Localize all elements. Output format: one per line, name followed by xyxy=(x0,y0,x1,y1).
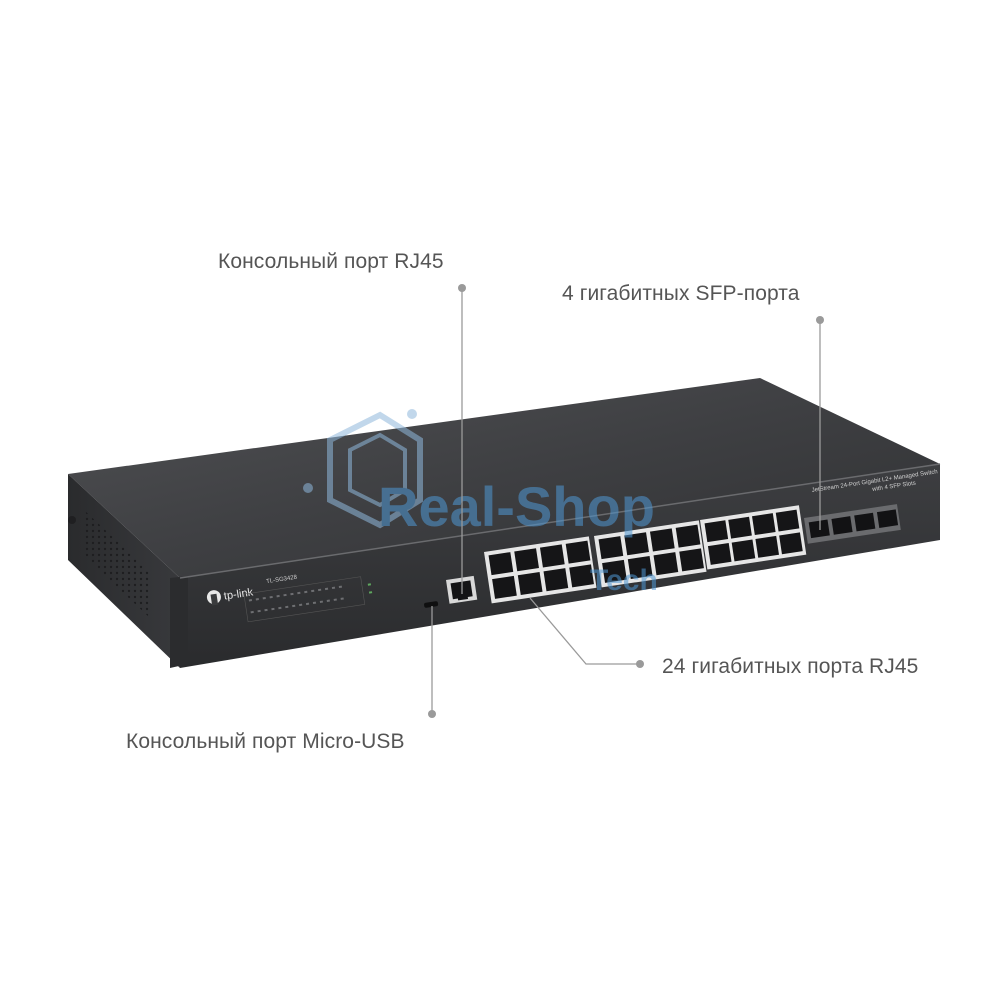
svg-text:TL-SG3428: TL-SG3428 xyxy=(266,575,298,586)
rj45-port-group-1 xyxy=(484,536,597,604)
svg-text:tp-link: tp-link xyxy=(223,586,254,602)
callout-rj45-ports: 24 гигабитных порта RJ45 xyxy=(662,655,919,678)
svg-text:Real-Shop: Real-Shop xyxy=(378,475,655,538)
sfp-port-group xyxy=(804,504,901,544)
vent-grille xyxy=(84,510,150,618)
brand-logo: tp-link TL-SG3428 xyxy=(206,575,298,606)
callout-sfp-ports: 4 гигабитных SFP-порта xyxy=(562,282,800,305)
led-panel xyxy=(243,576,373,623)
watermark: Real-Shop Tech xyxy=(303,409,658,597)
leader-rj45-ports xyxy=(529,597,640,665)
chassis-top xyxy=(68,378,940,578)
rack-ear xyxy=(170,576,188,668)
callout-console-usb: Консольный порт Micro-USB xyxy=(126,730,405,753)
callout-console-rj45: Консольный порт RJ45 xyxy=(218,250,444,273)
rj45-port-group-2 xyxy=(594,520,707,588)
micro-usb-port xyxy=(424,601,439,608)
svg-text:Tech: Tech xyxy=(590,564,658,597)
leader-lines xyxy=(431,288,821,714)
rj45-port-group-3 xyxy=(700,505,807,570)
leader-dots xyxy=(428,284,824,718)
